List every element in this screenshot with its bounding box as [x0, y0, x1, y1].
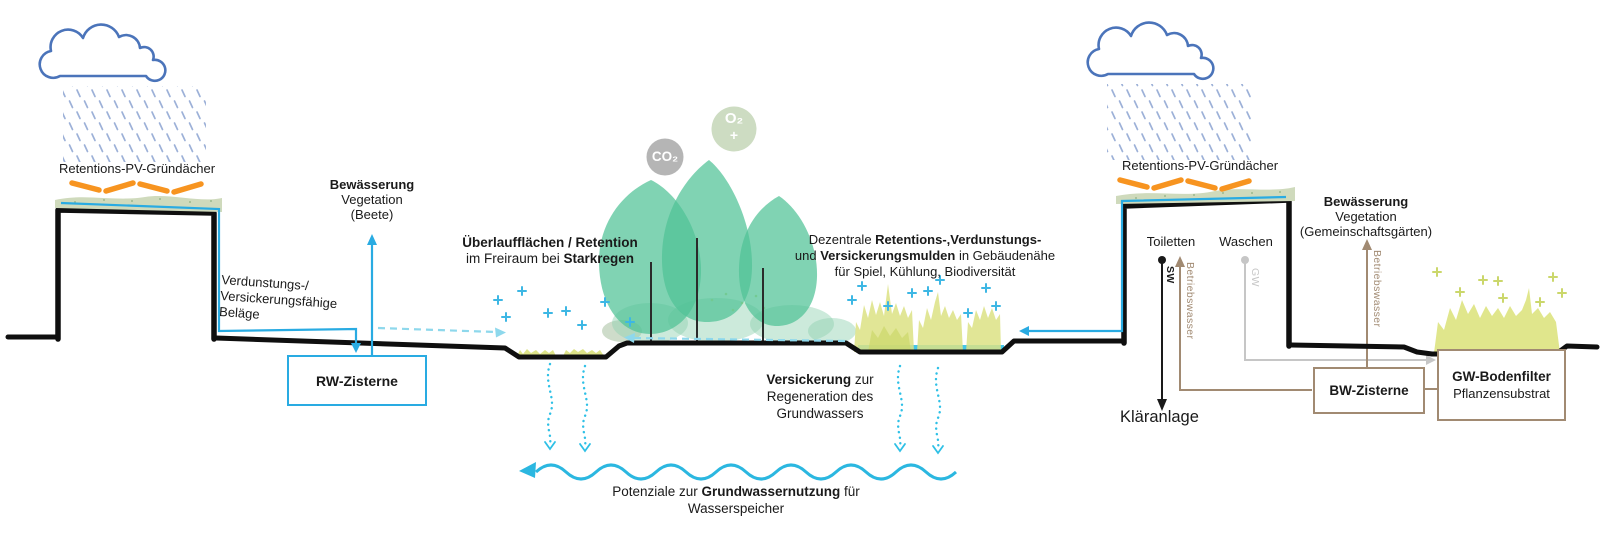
pv-panels-left-icon: [69, 180, 204, 195]
greywater-gw-label: GW: [1249, 268, 1261, 287]
groundwater-label: Potenziale zur Grundwassernutzung für Wa…: [612, 484, 860, 516]
gw-filter-box: GW-Bodenfilter Pflanzensubstrat: [1437, 349, 1566, 421]
blackwater-sw-label: SW: [1164, 266, 1176, 284]
ground-line: [5, 334, 1600, 360]
blackwater-line: [1157, 256, 1167, 411]
left-roof-label: Retentions-PV-Gründächer: [58, 161, 216, 176]
overflow-label: Überlaufflächen / Retention im Freiraum …: [462, 235, 638, 266]
rain-left-icon: [63, 86, 206, 162]
swale-grass-right: [854, 284, 1001, 352]
treatment-plant-label: Kläranlage: [1120, 408, 1199, 426]
tree-trunks: [650, 238, 764, 344]
gw-filter-grass-mound: [1434, 288, 1560, 353]
rain-cloud-left-icon: [38, 23, 167, 83]
building-right: [1121, 197, 1292, 349]
overflow-dashed-arrows: [377, 326, 846, 343]
groundwater-wave-arrow: [519, 462, 958, 481]
infiltration-arrows: [544, 362, 944, 455]
right-roof-label: Retentions-PV-Gründächer: [1121, 158, 1279, 173]
irrigation-left-label: Bewässerung Vegetation (Beete): [329, 177, 415, 222]
swale-grass-left: [517, 349, 604, 356]
rainwater-pipe-left: [60, 201, 361, 353]
sparkles-yellow: [1432, 267, 1567, 307]
rw-cistern-box: RW-Zisterne: [287, 355, 427, 406]
irrigation-pipe-left: [367, 234, 377, 356]
bw-cistern-box: BW-Zisterne: [1313, 367, 1425, 414]
rain-right-icon: [1107, 84, 1251, 160]
sparkles-blue: [493, 275, 1001, 330]
infiltration-label: Versickerung zur Regeneration des Grundw…: [766, 372, 874, 421]
toilets-label: Toiletten: [1146, 234, 1196, 249]
servicewater-line-toilets: [1175, 256, 1312, 391]
pv-panels-right-icon: [1117, 177, 1252, 192]
irrigation-right-label: Bewässerung Vegetation (Gemeinschaftsgär…: [1299, 194, 1433, 239]
rainwater-pipe-right: [1019, 195, 1287, 336]
building-left: [55, 207, 217, 342]
swale-note-label: Dezentrale Retentions-,Verdunstungs- und…: [794, 232, 1056, 279]
co2-bubble-icon: [646, 138, 684, 176]
tree-canopies: [598, 160, 818, 334]
o2-bubble-icon: [711, 106, 757, 152]
washing-label: Waschen: [1219, 234, 1273, 249]
co2-label: CO₂: [651, 149, 679, 164]
servicewater-label-2: Betriebswasser: [1371, 250, 1383, 328]
servicewater-label-1: Betriebswasser: [1184, 262, 1196, 340]
rain-cloud-right-icon: [1086, 21, 1215, 81]
o2-label: O₂ +: [724, 110, 744, 144]
